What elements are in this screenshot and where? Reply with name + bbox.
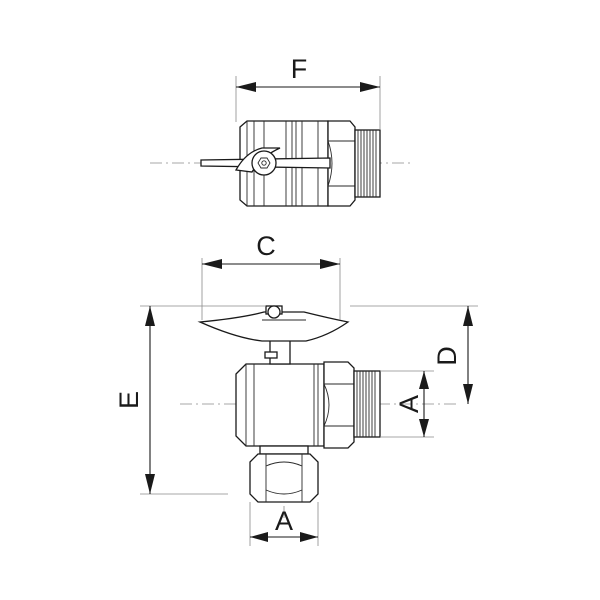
butterfly-handle	[197, 305, 350, 342]
side-thread	[353, 370, 381, 438]
top-view-hex-nut	[327, 120, 356, 207]
dimension-e	[140, 305, 266, 495]
dimension-d-label: D	[432, 346, 462, 366]
dimension-c-label: C	[256, 231, 276, 261]
top-view: F	[150, 54, 410, 207]
dimension-d	[350, 305, 478, 404]
dimension-a-bottom-label: A	[275, 506, 293, 536]
bottom-connector	[249, 445, 319, 503]
valve-stem	[264, 337, 291, 365]
handle-screw-icon	[267, 305, 281, 319]
dimension-f	[235, 76, 381, 130]
side-hex-nut	[323, 361, 355, 449]
dimension-a-bottom	[249, 502, 319, 546]
dimension-f-label: F	[291, 54, 308, 84]
top-view-thread	[354, 129, 381, 198]
front-view: C E D A	[114, 231, 478, 546]
dimension-c	[201, 258, 341, 320]
top-view-handle	[200, 147, 331, 176]
dimension-a-side-label: A	[394, 395, 424, 413]
dimension-a-side	[380, 370, 434, 438]
dimension-e-label: E	[114, 391, 144, 409]
valve-body	[235, 363, 325, 447]
